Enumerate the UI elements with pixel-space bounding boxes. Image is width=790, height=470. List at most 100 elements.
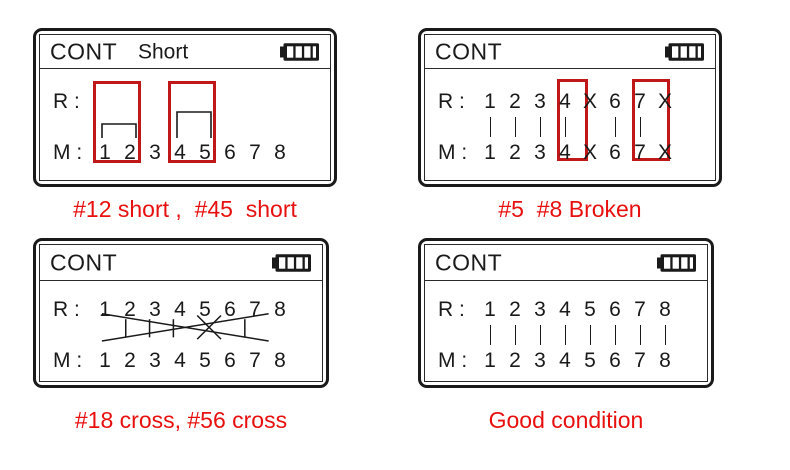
caption-broken: #5 #8 Broken — [498, 196, 642, 222]
main-pin-5: 5 — [199, 141, 211, 164]
highlight-box-pins-1-2 — [93, 81, 141, 163]
caption-short: #12 short , #45 short — [73, 196, 297, 222]
screen-header: CONT — [425, 35, 715, 69]
remote-row-label: R : — [438, 90, 465, 113]
main-pin-2: 2 — [124, 141, 136, 164]
main-pin-2: 2 — [509, 349, 521, 372]
remote-pin-1: 1 — [484, 298, 496, 321]
remote-pin-1: 1 — [99, 298, 111, 321]
remote-pin-4: 4 — [174, 298, 186, 321]
main-row-label: M : — [438, 349, 468, 372]
header-mode-label: Short — [138, 40, 189, 63]
tester-panel-cross: CONT R : M : 1 2 3 4 5 6 — [33, 238, 329, 388]
continuity-bar-4 — [565, 325, 566, 345]
continuity-bar-6 — [615, 325, 616, 345]
main-pin-3: 3 — [534, 141, 546, 164]
screen-body: R : M : 1 2 3 4 X 6 7 X 1 2 — [425, 69, 715, 180]
continuity-bar-2 — [515, 325, 516, 345]
remote-pin-7: 7 — [634, 298, 646, 321]
main-pin-4: 4 — [174, 141, 186, 164]
remote-pin-1: 1 — [484, 90, 496, 113]
screen-body: R : M : 1 2 3 4 5 6 7 8 1 2 3 — [425, 281, 707, 381]
remote-pin-7: 7 — [249, 298, 261, 321]
main-pin-1: 1 — [99, 349, 111, 372]
remote-pin-3: 3 — [149, 298, 161, 321]
screen-header: CONT — [425, 245, 707, 281]
highlight-box-pins-4-5 — [168, 81, 216, 163]
screen-body: R : M : 1 2 3 4 5 6 7 8 — [40, 281, 322, 381]
device-screen: CONT R : M : 1 2 3 4 5 6 — [39, 244, 323, 382]
main-pin-2: 2 — [124, 349, 136, 372]
short-bracket-1-2 — [101, 123, 137, 138]
remote-row-label: R : — [53, 298, 80, 321]
header-title: CONT — [435, 249, 503, 275]
remote-pin-2: 2 — [509, 298, 521, 321]
caption-cross: #18 cross, #56 cross — [74, 407, 288, 433]
crossed-wire-diagram — [101, 313, 269, 342]
device-screen: CONT R : M : 1 2 3 4 5 6 — [424, 244, 708, 382]
continuity-bar-6 — [615, 117, 616, 137]
continuity-bar-1 — [490, 117, 491, 137]
remote-pin-5-broken: X — [582, 90, 597, 113]
continuity-bar-1 — [490, 325, 491, 345]
remote-pin-2: 2 — [124, 298, 136, 321]
remote-pin-6: 6 — [609, 90, 621, 113]
continuity-bar-7 — [640, 117, 641, 137]
main-pin-4: 4 — [559, 141, 571, 164]
battery-full-icon — [272, 253, 311, 272]
main-row-label: M : — [53, 141, 83, 164]
main-pin-8-broken: X — [657, 141, 672, 164]
cross-wire-6-to-5 — [196, 315, 222, 340]
highlight-box-pin-8 — [632, 79, 670, 161]
main-pin-8: 8 — [659, 349, 671, 372]
continuity-bar-7 — [640, 325, 641, 345]
header-title: CONT — [50, 249, 118, 275]
tester-panel-broken: CONT R : M : 1 2 3 — [418, 28, 722, 187]
main-pin-7: 7 — [249, 141, 261, 164]
remote-row-label: R : — [438, 298, 465, 321]
battery-full-icon — [665, 42, 704, 61]
main-pin-5: 5 — [199, 349, 211, 372]
caption-good: Good condition — [488, 407, 644, 433]
main-pin-6: 6 — [224, 349, 236, 372]
remote-row-label: R : — [53, 90, 80, 113]
main-pin-3: 3 — [534, 349, 546, 372]
continuity-bar-2 — [515, 117, 516, 137]
continuity-bar-4 — [565, 117, 566, 137]
remote-pin-8-broken: X — [657, 90, 672, 113]
main-pin-6: 6 — [609, 349, 621, 372]
main-pin-6: 6 — [609, 141, 621, 164]
device-screen: CONT Short R : M : — [39, 34, 331, 181]
main-pin-6: 6 — [224, 141, 236, 164]
header-title: CONT — [50, 38, 118, 64]
screen-body: R : M : 1 2 3 4 5 6 7 8 — [40, 69, 330, 180]
main-pin-3: 3 — [149, 141, 161, 164]
main-row-label: M : — [438, 141, 468, 164]
remote-pin-8: 8 — [659, 298, 671, 321]
main-pin-1: 1 — [484, 349, 496, 372]
cross-wire-8-to-1 — [101, 313, 269, 342]
continuity-bar-8 — [665, 325, 666, 345]
remote-pin-5: 5 — [584, 298, 596, 321]
main-pin-1: 1 — [99, 141, 111, 164]
header-title: CONT — [435, 38, 503, 64]
screen-header: CONT Short — [40, 35, 330, 69]
main-row-label: M : — [53, 349, 83, 372]
highlight-box-pin-5 — [557, 79, 588, 161]
remote-pin-7: 7 — [634, 90, 646, 113]
remote-pin-2: 2 — [509, 90, 521, 113]
main-pin-7: 7 — [634, 349, 646, 372]
tester-panel-short: CONT Short R : M : — [33, 28, 337, 187]
main-pin-2: 2 — [509, 141, 521, 164]
main-pin-8: 8 — [274, 141, 286, 164]
device-screen: CONT R : M : 1 2 3 — [424, 34, 716, 181]
remote-pin-6: 6 — [609, 298, 621, 321]
continuity-bar-5 — [590, 325, 591, 345]
remote-pin-4: 4 — [559, 90, 571, 113]
main-pin-1: 1 — [484, 141, 496, 164]
remote-pin-8: 8 — [274, 298, 286, 321]
screen-header: CONT — [40, 245, 322, 281]
short-bracket-4-5 — [176, 111, 212, 138]
main-pin-4: 4 — [174, 349, 186, 372]
